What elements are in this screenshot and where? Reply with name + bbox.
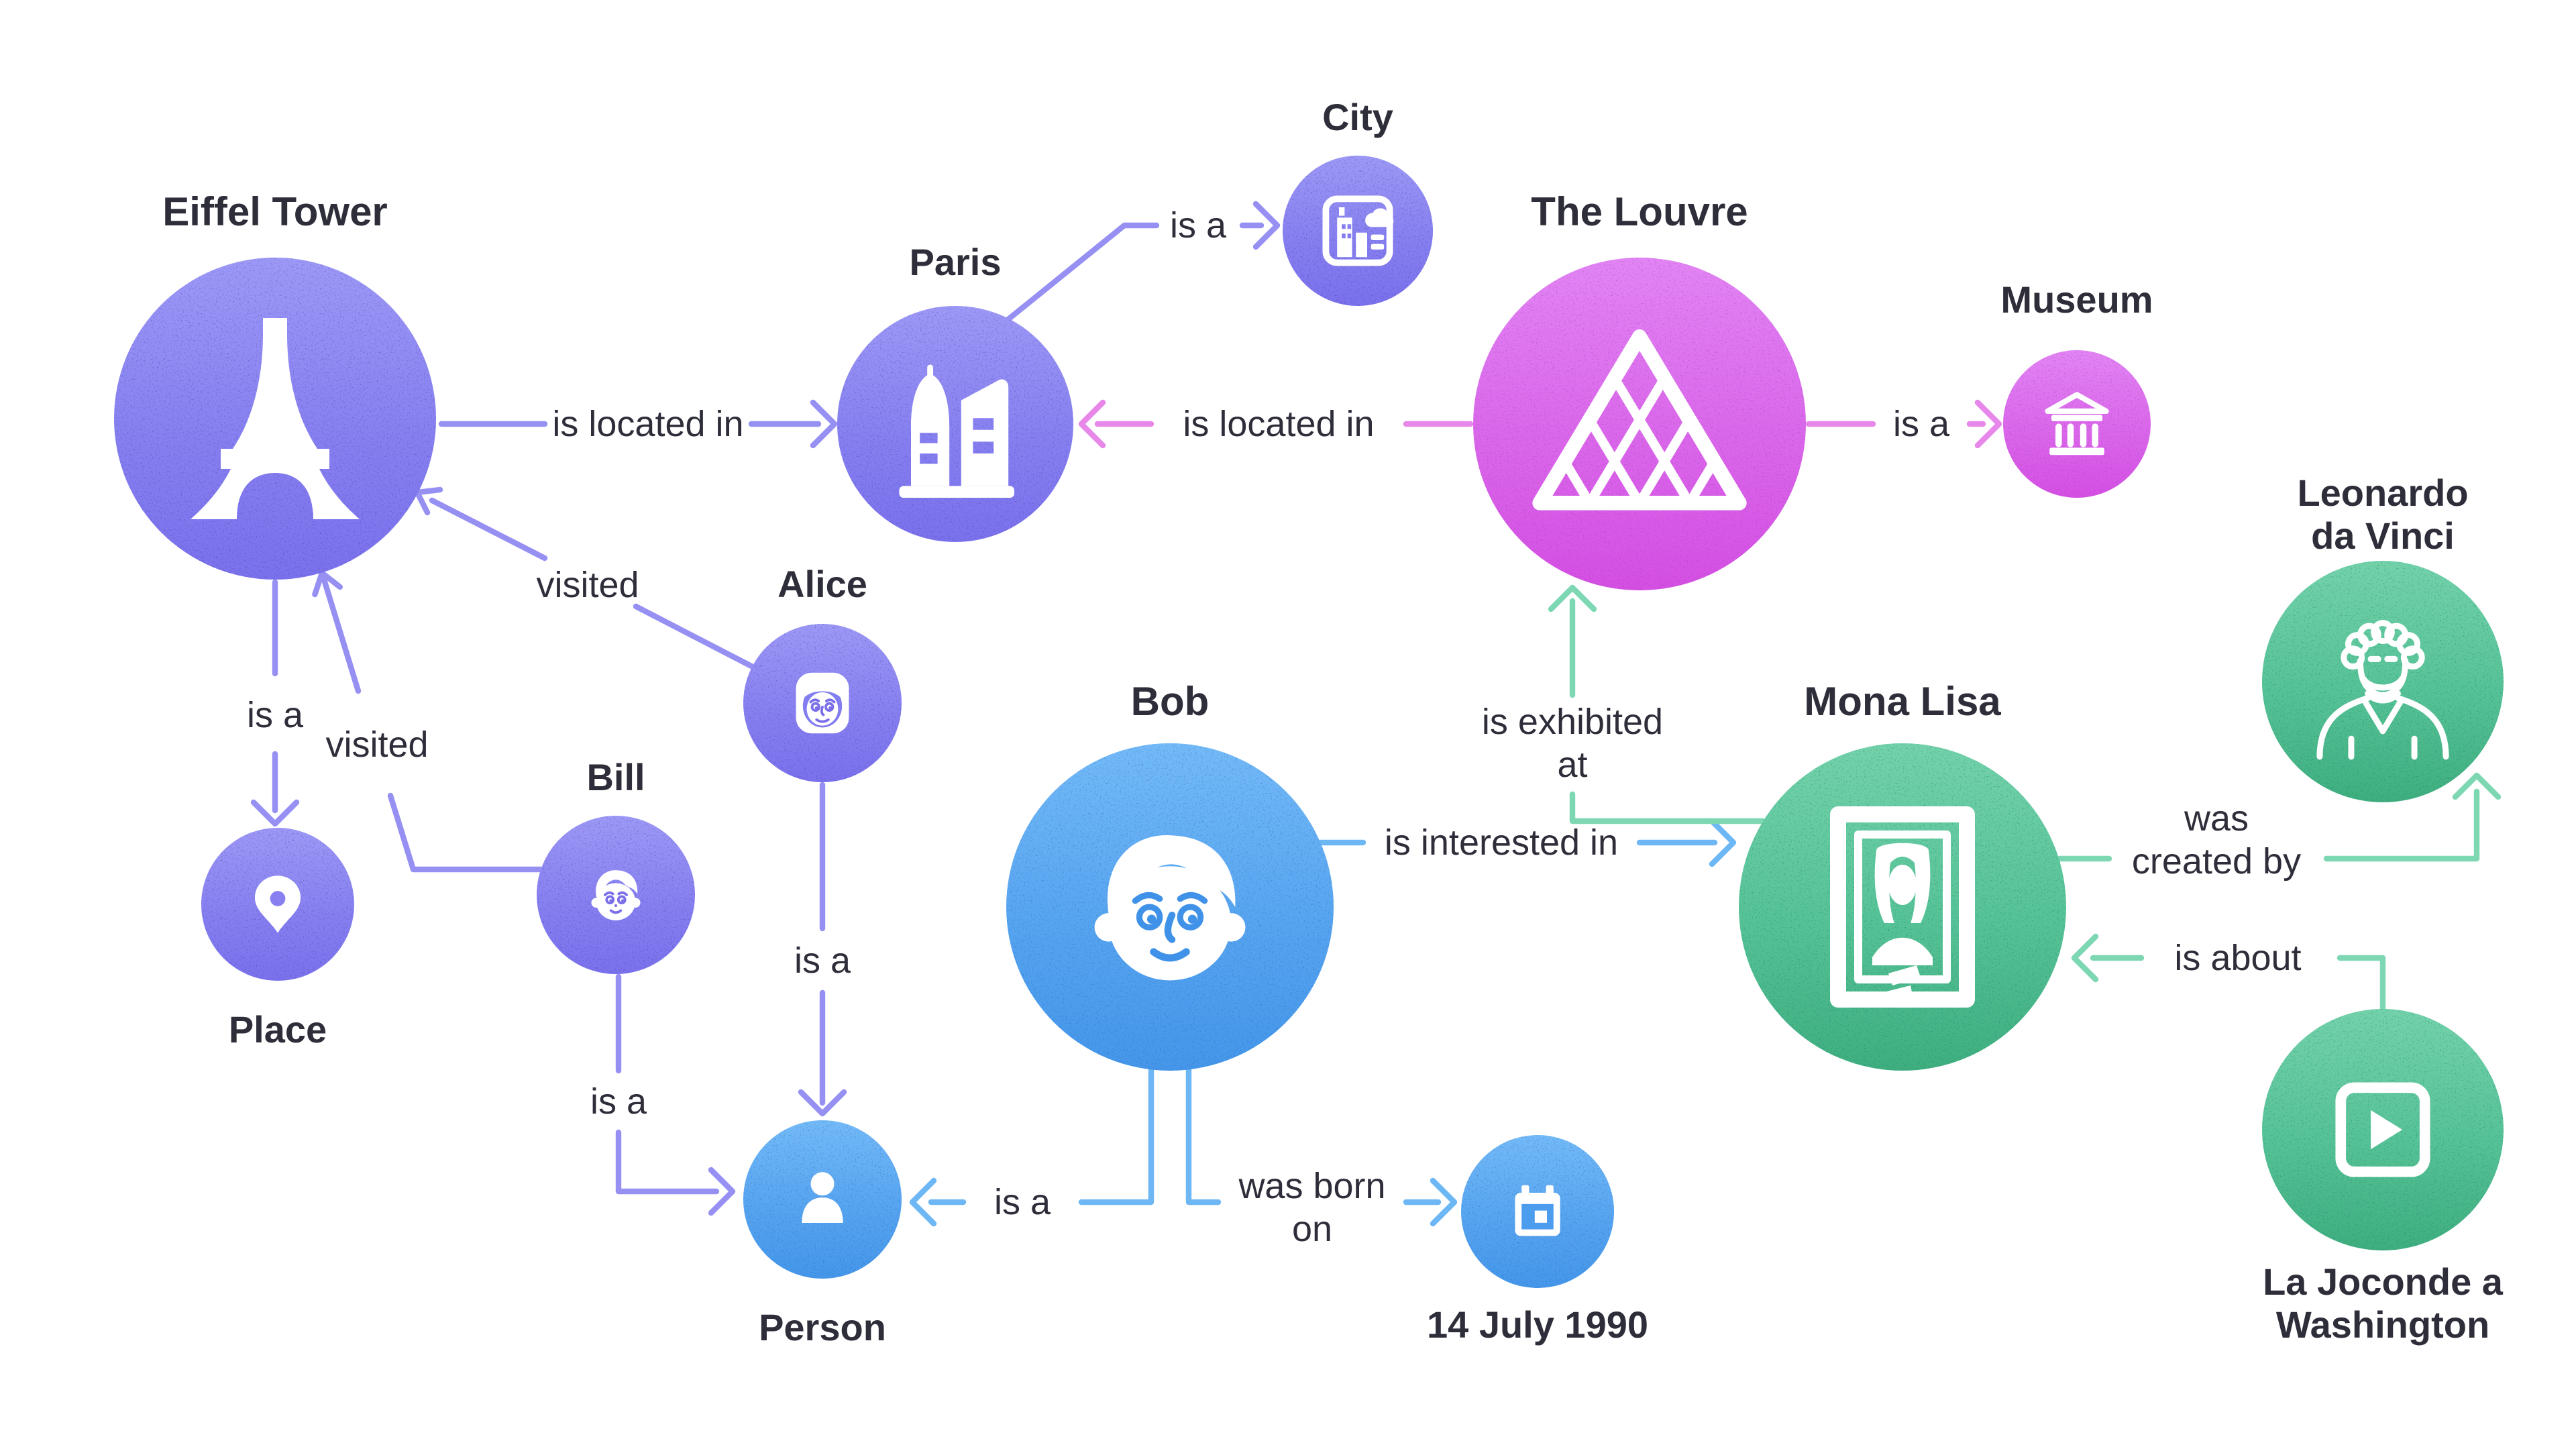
node-label-mona-lisa: Mona Lisa [1804, 679, 2001, 724]
edge-label: is about [2174, 938, 2301, 978]
edge-label: is located in [552, 404, 743, 444]
node-label-city: City [1322, 96, 1393, 138]
edge-bill-eiffel-tower [312, 570, 544, 873]
eiffel-tower-icon [191, 318, 360, 519]
woman-face-icon [796, 672, 849, 734]
edge-label: is a [1170, 205, 1227, 246]
edge-label: is interested in [1385, 822, 1618, 863]
node-the-louvre: The Louvre [1473, 189, 1806, 590]
edge-label: is located in [1183, 404, 1374, 444]
node-alice: Alice [743, 563, 902, 782]
boy-face-icon [591, 870, 641, 920]
museum-building-icon [2045, 392, 2109, 455]
edge-mona-lisa-leonardo [2056, 772, 2502, 862]
edge-label: created by [2132, 841, 2301, 881]
map-pin-icon [254, 875, 301, 933]
node-leonardo-da-vinci: Leonardo da Vinci [2262, 472, 2504, 802]
louvre-pyramid-icon [1532, 329, 1747, 511]
leonardo-portrait-icon [2316, 620, 2449, 760]
edge-bob-person [909, 1066, 1155, 1227]
node-label-place: Place [229, 1008, 327, 1051]
node-label-the-louvre: The Louvre [1531, 189, 1748, 234]
node-person: Person [743, 1120, 902, 1348]
edge-la-joconde-mona-lisa [2071, 933, 2386, 1012]
man-face-icon [1094, 835, 1246, 981]
node-label-date: 14 July 1990 [1427, 1303, 1648, 1346]
edge-bill-person [615, 973, 736, 1216]
node-label-leonardo-line1: Leonardo [2297, 472, 2468, 514]
node-date-14-july-1990: 14 July 1990 [1427, 1135, 1648, 1346]
person-silhouette-icon [802, 1172, 843, 1224]
edge-label: is a [794, 941, 851, 981]
edge-label: is a [590, 1081, 647, 1122]
edge-label: visited [325, 724, 428, 765]
node-bob: Bob [1006, 679, 1334, 1071]
edge-the-louvre-paris [1078, 399, 1474, 449]
node-label-paris: Paris [910, 241, 1002, 283]
city-map-icon [1322, 195, 1394, 266]
node-label-bob: Bob [1131, 679, 1210, 724]
node-place: Place [201, 828, 354, 1051]
node-label-la-joconde-line1: La Joconde a [2263, 1260, 2504, 1303]
node-paris: Paris [837, 241, 1073, 542]
edge-label: is a [994, 1182, 1051, 1222]
node-label-leonardo-line2: da Vinci [2311, 515, 2455, 557]
city-buildings-icon [899, 364, 1014, 498]
node-city: City [1283, 96, 1433, 306]
edge-bob-date [1185, 1066, 1458, 1227]
node-label-eiffel-tower: Eiffel Tower [162, 189, 388, 234]
edge-label: at [1557, 745, 1587, 785]
edge-label: visited [536, 565, 639, 605]
node-mona-lisa: Mona Lisa [1739, 679, 2066, 1071]
node-museum: Museum [2000, 278, 2153, 498]
framed-painting-icon [1830, 806, 1975, 1008]
calendar-icon [1515, 1185, 1560, 1236]
node-eiffel-tower: Eiffel Tower [114, 189, 436, 580]
edge-label: was [2184, 798, 2249, 839]
node-label-museum: Museum [2000, 278, 2153, 321]
node-label-person: Person [759, 1306, 886, 1348]
node-label-alice: Alice [777, 563, 867, 605]
edge-label: on [1292, 1209, 1332, 1249]
node-label-la-joconde-line2: Washington [2276, 1303, 2489, 1346]
node-bill: Bill [537, 756, 695, 974]
edge-label: is a [247, 695, 304, 735]
edge-paris-city [1002, 201, 1281, 325]
edge-label: is a [1893, 404, 1950, 444]
edge-the-louvre-museum [1805, 399, 2002, 449]
edge-eiffel-tower-place [250, 579, 300, 827]
edge-alice-person [798, 782, 847, 1117]
node-label-bill: Bill [586, 756, 645, 798]
edge-label: was born [1238, 1166, 1385, 1206]
node-la-joconde-a-washington: La Joconde a Washington [2262, 1009, 2504, 1346]
edge-eiffel-tower-paris [438, 399, 838, 449]
edge-bob-mona-lisa [1317, 818, 1737, 867]
edge-mona-lisa-the-louvre [1548, 584, 1766, 824]
edge-label: is exhibited [1482, 702, 1663, 742]
video-play-icon [2335, 1082, 2430, 1177]
